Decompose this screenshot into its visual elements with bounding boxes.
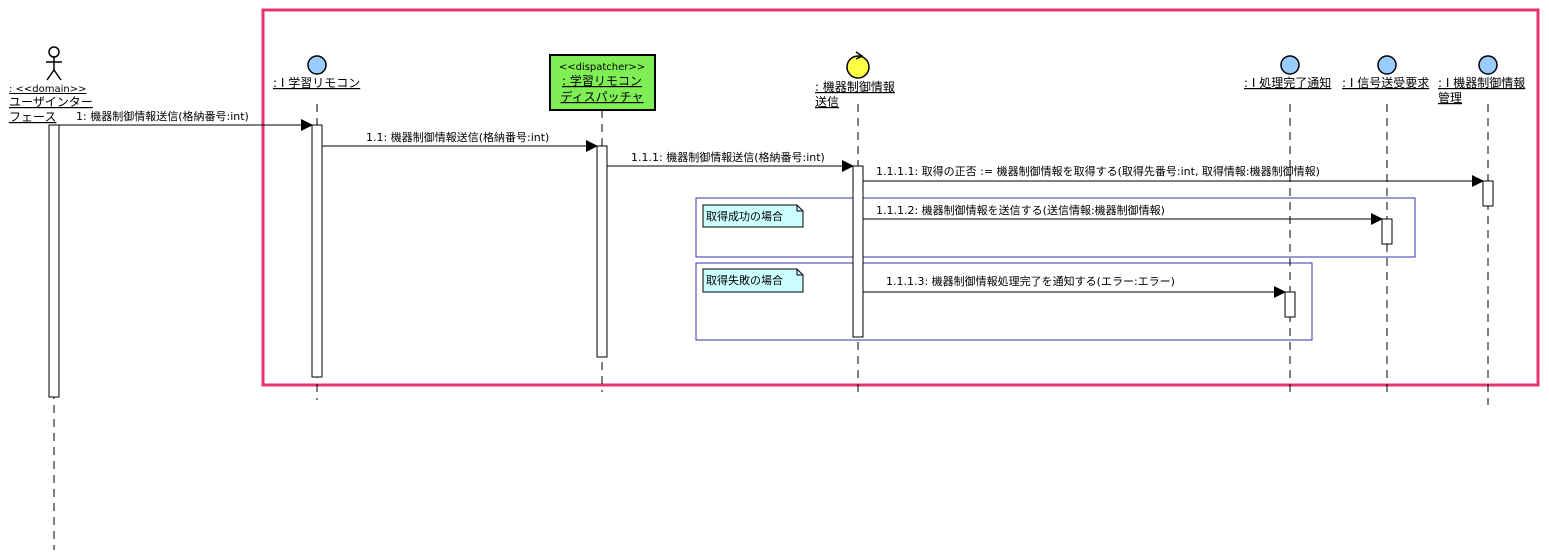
- dispatcher-box: [549, 54, 656, 111]
- dispatcher-stereotype: <<dispatcher>>: [559, 62, 645, 73]
- actor-user-interface: : <<domain>> ユーザインター フェース: [9, 46, 93, 124]
- signal-label: : I 信号送受要求: [1342, 75, 1429, 90]
- activation-dispatcher: [596, 145, 608, 358]
- lifeline-head-remocon: : I 学習リモコン: [273, 55, 360, 90]
- interface-circle-icon: [1377, 55, 1397, 75]
- note-failure: 取得失敗の場合: [702, 268, 804, 293]
- lifeline-head-control: : 機器制御情報 送信: [815, 51, 895, 109]
- interface-circle-icon: [307, 55, 327, 75]
- dispatcher-line2: ディスパッチャ: [560, 89, 643, 104]
- note-success-text: 取得成功の場合: [706, 209, 783, 223]
- interface-circle-icon: [1478, 55, 1498, 75]
- activation-remocon: [311, 124, 323, 378]
- note-success: 取得成功の場合: [702, 204, 804, 228]
- lifeline-head-signal: : I 信号送受要求: [1342, 55, 1429, 90]
- activation-control: [852, 165, 864, 338]
- fragment-success: [695, 197, 1416, 258]
- lifeline-head-dispatcher: <<dispatcher>> : 学習リモコン ディスパッチャ: [549, 54, 656, 111]
- control-circle-icon: [846, 51, 870, 79]
- activation-signal: [1381, 218, 1393, 245]
- message-1-1-1-1-label: 1.1.1.1: 取得の正否 := 機器制御情報を取得する(取得先番号:int,…: [876, 164, 1320, 178]
- interface-circle-icon: [1280, 55, 1300, 75]
- activation-manage: [1482, 180, 1494, 207]
- remocon-label: : I 学習リモコン: [273, 75, 360, 90]
- actor-name-line1: ユーザインター: [9, 95, 93, 109]
- message-1-1-1-2-label: 1.1.1.2: 機器制御情報を送信する(送信情報:機器制御情報): [876, 203, 1165, 217]
- notify-label: : I 処理完了通知: [1244, 75, 1331, 90]
- manage-line1: : I 機器制御情報: [1438, 75, 1525, 90]
- control-line2: 送信: [815, 94, 839, 109]
- message-1-1-1-label: 1.1.1: 機器制御情報送信(格納番号:int): [631, 150, 825, 164]
- highlight-frame: [261, 8, 1540, 387]
- control-line1: : 機器制御情報: [815, 79, 895, 94]
- lifeline-head-notify: : I 処理完了通知: [1244, 55, 1331, 90]
- fragment-failure: [695, 262, 1313, 341]
- message-1-1-label: 1.1: 機器制御情報送信(格納番号:int): [366, 130, 549, 144]
- actor-name-line2: フェース: [9, 110, 56, 124]
- message-1-1-1-3-label: 1.1.1.3: 機器制御情報処理完了を通知する(エラー:エラー): [886, 274, 1175, 288]
- message-1-label: 1: 機器制御情報送信(格納番号:int): [76, 109, 249, 123]
- activation-notify: [1284, 291, 1296, 318]
- manage-line2: 管理: [1438, 90, 1462, 105]
- lifeline-head-manage: : I 機器制御情報 管理: [1438, 55, 1525, 105]
- actor-stick-figure-icon: [46, 46, 62, 81]
- actor-stereotype: : <<domain>>: [9, 84, 87, 95]
- note-failure-text: 取得失敗の場合: [706, 273, 783, 287]
- activation-actor: [48, 124, 60, 398]
- dispatcher-line1: : 学習リモコン: [562, 73, 642, 88]
